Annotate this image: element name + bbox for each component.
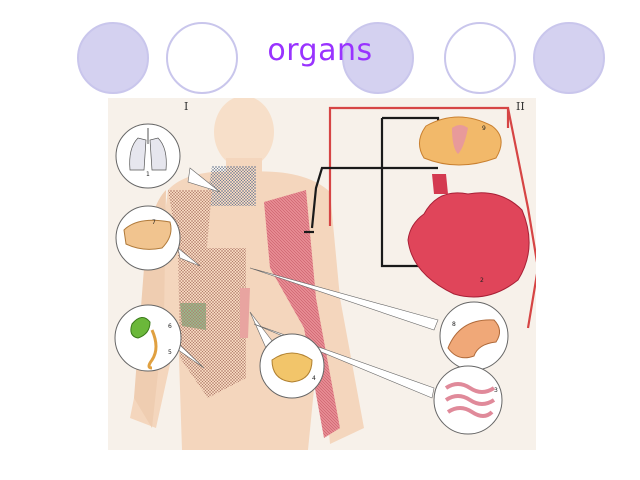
- svg-text:4: 4: [312, 375, 316, 382]
- callout-gallbladder: 6 5: [114, 304, 182, 372]
- decor-circle-2: [166, 22, 238, 94]
- duct-icon: [147, 329, 158, 370]
- svg-text:1: 1: [146, 171, 150, 178]
- svg-text:6: 6: [168, 323, 172, 330]
- spinal-cord-icon: 9: [419, 116, 502, 166]
- anatomy-svg: I II 9 2: [114, 98, 536, 450]
- callout-intestine: 3: [433, 365, 503, 435]
- decor-circle-5: [533, 22, 605, 94]
- decor-circle-1: [77, 22, 149, 94]
- svg-text:7: 7: [152, 219, 156, 226]
- callout-bladder: 4: [259, 333, 325, 399]
- anatomy-illustration: I II 9 2: [108, 98, 536, 450]
- section-label-2: II: [516, 100, 525, 113]
- intestine-icon: [444, 382, 496, 418]
- svg-text:8: 8: [452, 321, 456, 328]
- heart-icon: 2: [407, 174, 530, 298]
- bladder-icon: [271, 352, 313, 383]
- callout-liver: 7: [115, 205, 181, 271]
- callout-lungs: 1: [115, 123, 181, 189]
- gallbladder-icon: [130, 317, 151, 339]
- zone-lung: [206, 166, 256, 206]
- lungs-icon: [129, 128, 167, 171]
- svg-text:5: 5: [168, 349, 172, 356]
- decor-circle-4: [444, 22, 516, 94]
- svg-text:3: 3: [494, 387, 498, 394]
- liver-icon: [123, 219, 172, 250]
- callout-stomach: 8: [439, 301, 509, 371]
- stomach-icon: [447, 319, 500, 359]
- decor-circle-3: [342, 22, 414, 94]
- svg-text:2: 2: [480, 277, 484, 284]
- section-label-1: I: [184, 100, 188, 113]
- zone-stomach-strip: [240, 288, 250, 338]
- svg-text:9: 9: [482, 125, 486, 132]
- slide-title: organs: [267, 33, 373, 68]
